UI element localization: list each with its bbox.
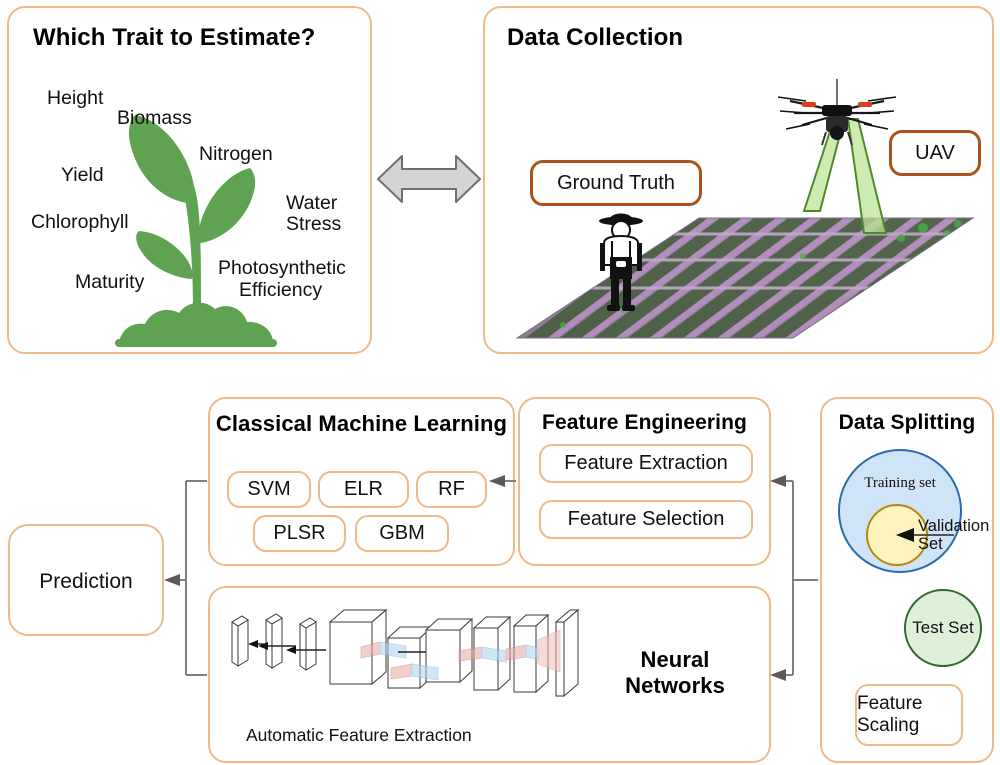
feature-engineering-title: Feature Engineering: [542, 411, 747, 434]
trait-label-efficiency: Efficiency: [239, 279, 323, 301]
classical-ml-title: Classical Machine Learning: [215, 411, 508, 436]
classical-ml-panel: Classical Machine Learning SVM ELR RF PL…: [208, 397, 515, 566]
training-set-label: Training set: [864, 475, 936, 491]
test-set-label: Test Set: [912, 618, 974, 637]
data-collection-title: Data Collection: [507, 24, 684, 51]
validation-set-label: Validation Set: [918, 517, 990, 554]
data-splitting-title: Data Splitting: [838, 411, 976, 434]
cnn-layers-diagram: [231, 608, 580, 698]
neural-networks-panel: Neural Networks Automatic Feature Extrac…: [208, 586, 771, 763]
test-set-circle: Test Set: [904, 589, 982, 667]
trait-label-height: Height: [47, 87, 104, 109]
trait-label-chlorophyll: Chlorophyll: [31, 211, 129, 233]
feature-selection-chip[interactable]: Feature Selection: [539, 500, 753, 539]
uav-label: UAV: [915, 141, 955, 164]
trait-label-nitrogen: Nitrogen: [199, 143, 273, 165]
farmer-person-icon: [599, 213, 643, 311]
feature-scaling-chip[interactable]: Feature Scaling: [855, 684, 963, 746]
seedling-icon: [115, 115, 277, 347]
neural-networks-caption: Automatic Feature Extraction: [246, 725, 472, 745]
feature-extraction-chip[interactable]: Feature Extraction: [539, 444, 753, 483]
prediction-label: Prediction: [39, 570, 133, 593]
trait-label-maturity: Maturity: [75, 271, 145, 293]
ground-truth-label: Ground Truth: [557, 171, 675, 194]
data-splitting-panel: Data Splitting Training set Validation S…: [820, 397, 994, 763]
uav-drone-icon: [778, 79, 896, 146]
trait-label-yield: Yield: [61, 164, 104, 186]
trait-panel: Which Trait to Estimate? Height Biomass …: [7, 6, 372, 354]
model-chip-svm[interactable]: SVM: [227, 471, 311, 508]
trait-label-biomass: Biomass: [117, 107, 192, 129]
trait-label-photosynthetic: Photosynthetic: [218, 257, 346, 279]
ground-truth-tag: Ground Truth: [530, 160, 702, 206]
model-chip-gbm[interactable]: GBM: [355, 515, 449, 552]
trait-label-stress: Stress: [286, 213, 342, 235]
feature-engineering-panel: Feature Engineering Feature Extraction F…: [518, 397, 771, 566]
neural-networks-title: Neural Networks: [625, 647, 725, 698]
aerial-field-plot-image: [515, 217, 975, 339]
model-chip-plsr[interactable]: PLSR: [253, 515, 346, 552]
model-chip-elr[interactable]: ELR: [318, 471, 409, 508]
prediction-panel: Prediction: [8, 524, 164, 636]
validation-pointer-arrow: [896, 528, 954, 542]
double-headed-arrow: [377, 155, 481, 203]
model-chip-rf[interactable]: RF: [416, 471, 487, 508]
trait-panel-title: Which Trait to Estimate?: [33, 24, 316, 51]
trait-label-water: Water: [286, 192, 338, 214]
uav-tag: UAV: [889, 130, 981, 176]
